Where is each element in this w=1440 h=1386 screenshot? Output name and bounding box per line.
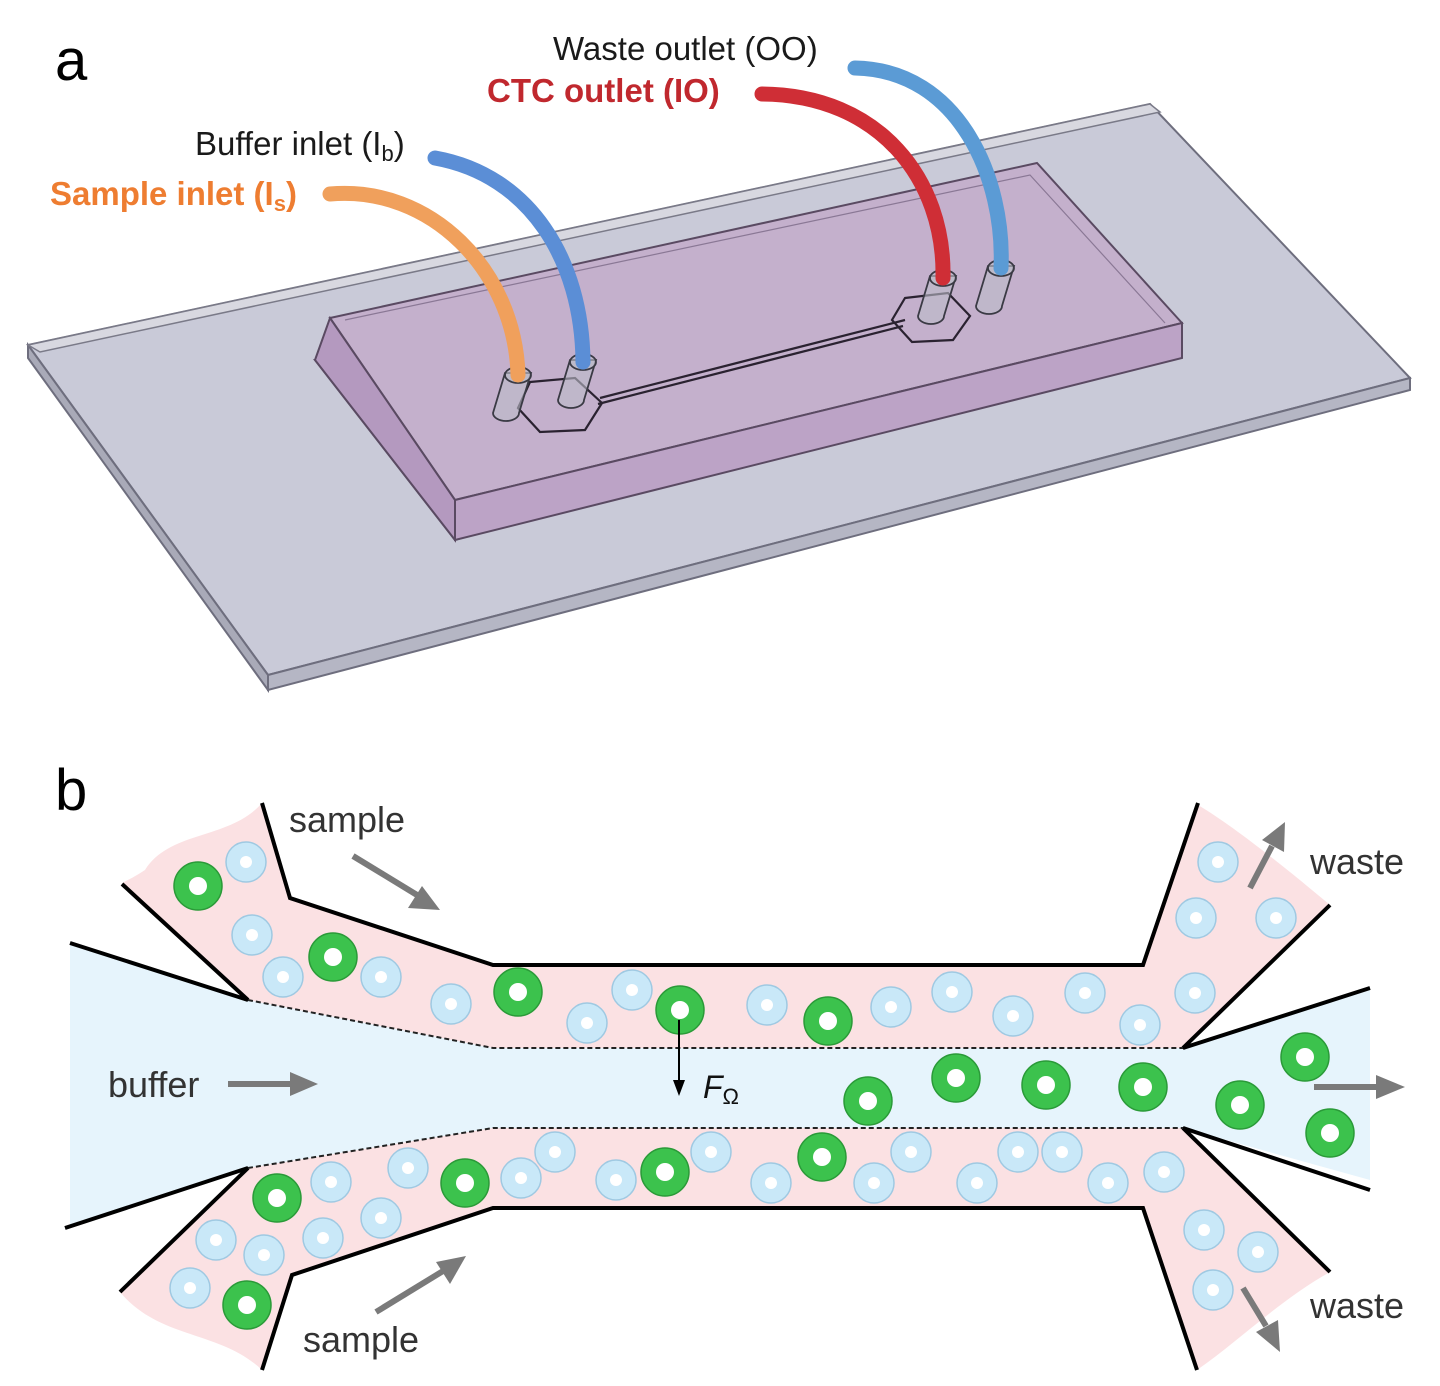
blood-cell [231,914,273,956]
panel-a-label: a [55,28,88,93]
blood-cell [169,1267,211,1309]
panel-b: b [55,758,1405,1371]
blood-cell [611,969,653,1011]
blood-cell [595,1159,637,1201]
waste-bottom-arrow [1240,1286,1280,1352]
blood-cell [870,986,912,1028]
waste-outlet-label: Waste outlet (OO) [553,30,818,67]
ctc-cell [843,1076,893,1126]
ctc-cell [252,1173,302,1223]
sample-bottom-label: sample [303,1319,419,1360]
blood-cell [360,1197,402,1239]
blood-cell [360,956,402,998]
blood-cell [1192,1269,1234,1311]
output-arrow [1314,1075,1405,1099]
ctc-outlet-label: CTC outlet (IO) [487,72,720,109]
blood-cell [1087,1162,1129,1204]
blood-cell [1064,972,1106,1014]
ctc-cell [1215,1080,1265,1130]
waste-top-label: waste [1309,841,1404,882]
buffer-label: buffer [108,1064,199,1105]
ctc-cell [1021,1060,1071,1110]
blood-cell [195,1219,237,1261]
buffer-inlet-tube [427,150,591,370]
blood-cell [243,1234,285,1276]
blood-cell [566,1002,608,1044]
force-label: FΩ [703,1069,739,1109]
panel-b-label: b [55,758,87,823]
outlet-ports [917,259,1016,325]
blood-cell [225,841,267,883]
panel-a: a [25,28,1412,694]
ctc-cell [655,985,705,1035]
sample-top-label: sample [289,799,405,840]
tubing [322,60,1009,383]
ctc-cell [1280,1032,1330,1082]
sample-bottom-arrow [374,1256,466,1315]
blood-cell [750,1162,792,1204]
blood-cells [169,841,1297,1311]
blood-cell [1183,1209,1225,1251]
ctc-cell [931,1053,981,1103]
sample-inlet-label: Sample inlet (Is) [50,175,297,216]
waste-bottom-label: waste [1309,1285,1404,1326]
ctc-cell [440,1158,490,1208]
blood-cell [1255,897,1297,939]
blood-cell [746,984,788,1026]
ctc-cell [308,932,358,982]
blood-cell [997,1131,1039,1173]
blood-cell [992,995,1034,1037]
blood-cell [1119,1004,1161,1046]
ctc-cell [640,1147,690,1197]
blood-cell [262,956,304,998]
waste-top-arrow [1247,822,1285,890]
blood-cell [1143,1151,1185,1193]
ctc-cell [173,861,223,911]
sample-top-arrow [351,853,440,910]
sample-inlet-tube [322,185,526,383]
ctc-cell [803,996,853,1046]
blood-cell [1197,841,1239,883]
buffer-arrow [228,1072,318,1096]
blood-cell [387,1147,429,1189]
ctc-cell [493,967,543,1017]
blood-cell [302,1217,344,1259]
ctc-cell [797,1132,847,1182]
blood-cell [500,1157,542,1199]
blood-cell [890,1131,932,1173]
blood-cell [1174,972,1216,1014]
blood-cell [690,1131,732,1173]
sample-stream-bottom [120,1128,1330,1370]
buffer-stream [70,945,1370,1225]
ctc-cell [222,1280,272,1330]
blood-cell [1175,897,1217,939]
waste-outlet-tube [847,60,1009,276]
buffer-inlet-label: Buffer inlet (Ib) [195,125,405,166]
force-arrow [673,1020,685,1096]
blood-cell [853,1162,895,1204]
blood-cell [1041,1131,1083,1173]
ctc-cell [1118,1062,1168,1112]
sample-stream-top [122,803,1330,1048]
blood-cell [1237,1231,1279,1273]
blood-cell [534,1131,576,1173]
ctc-cells [173,861,1355,1330]
blood-cell [430,983,472,1025]
stream-interface-lines [247,999,1183,1169]
blood-cell [956,1162,998,1204]
blood-cell [310,1161,352,1203]
ctc-cell [1305,1108,1355,1158]
blood-cell [931,971,973,1013]
flow-arrows [228,822,1405,1352]
ctc-outlet-tube [754,86,951,286]
